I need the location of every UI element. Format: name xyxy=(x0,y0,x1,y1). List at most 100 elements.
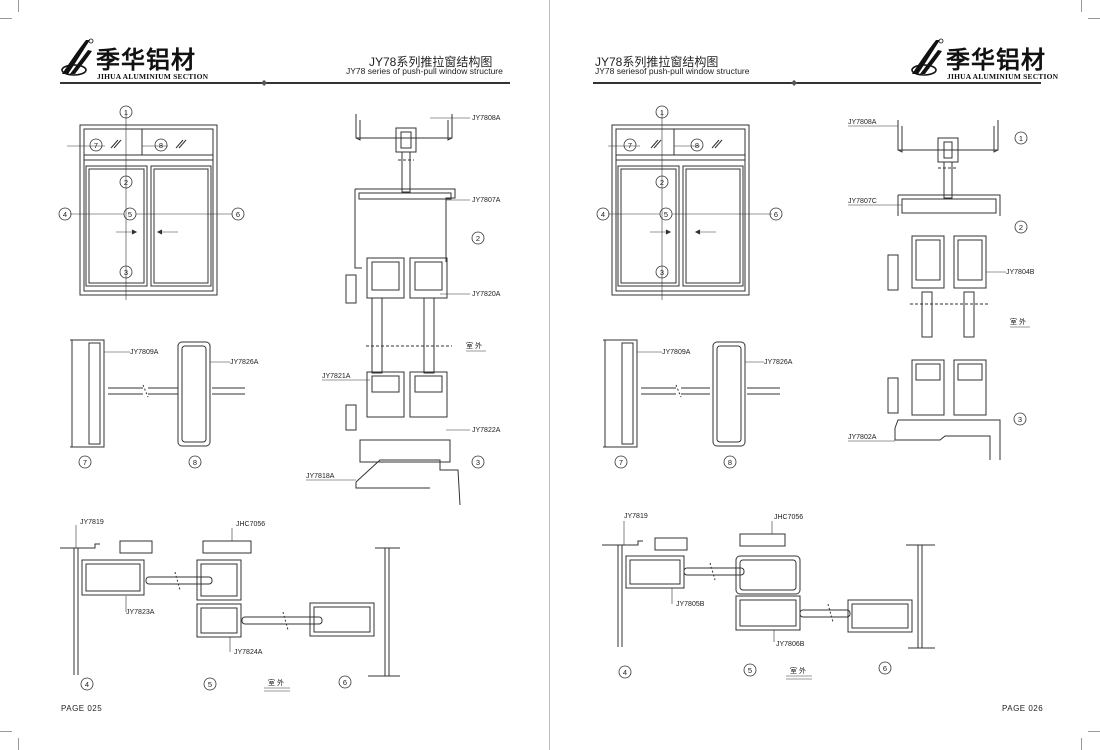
profile-code: JY7808A xyxy=(472,115,501,122)
profile-code: JHC7056 xyxy=(774,514,803,521)
horizontal-section xyxy=(60,540,400,677)
profile-code: JY7809A xyxy=(130,349,159,356)
profile-code: JY7805B xyxy=(676,601,705,608)
page-title-en: JY78 seriesof push-pull window structure xyxy=(595,66,750,76)
page-spine xyxy=(549,0,550,750)
structure-drawing-right: 1 7 8 2 4 5 6 3 1 2 3 7 8 4 5 6 JY7808A … xyxy=(596,105,1035,680)
marker-label: 7 xyxy=(619,458,623,467)
profile-code: JY7818A xyxy=(306,473,335,480)
marker-label: 6 xyxy=(343,678,347,687)
profile-code: JY7824A xyxy=(234,649,263,656)
vertical-leader-lines xyxy=(848,125,1030,442)
outdoor-label: 室 外 xyxy=(466,341,482,350)
vertical-leader-lines xyxy=(306,117,486,481)
brand-name-en: JIHUA ALUMINIUM SECTION xyxy=(97,72,209,81)
marker-label: 2 xyxy=(1019,223,1023,232)
profile-code: JY7826A xyxy=(230,359,259,366)
crop-mark xyxy=(0,731,12,732)
crop-mark xyxy=(1081,0,1082,12)
crop-mark xyxy=(1088,731,1100,732)
header-rule-ornament: ◆ xyxy=(791,78,798,87)
marker-label: 3 xyxy=(476,458,480,467)
marker-label: 4 xyxy=(623,668,627,677)
brand-name-cn: 季华铝材 xyxy=(946,46,1046,74)
page-number: PAGE 026 xyxy=(1002,704,1044,713)
profile-code: JY7808A xyxy=(848,119,877,126)
marker-label: 7 xyxy=(628,141,632,150)
page-title-en: JY78 series of push-pull window structur… xyxy=(346,66,503,76)
profile-code: JY7820A xyxy=(472,291,501,298)
brand-logo: 季华铝材 JIHUA ALUMINIUM SECTION xyxy=(910,36,1060,86)
brand-name-en: JIHUA ALUMINIUM SECTION xyxy=(947,72,1059,81)
profile-code: JY7809A xyxy=(662,349,691,356)
marker-label: 5 xyxy=(128,210,132,219)
crop-mark xyxy=(0,18,12,19)
marker-label: 8 xyxy=(728,458,732,467)
profile-code: JY7807C xyxy=(848,198,877,205)
fixed-section-7-8 xyxy=(70,339,245,448)
profile-code: JHC7056 xyxy=(236,521,265,528)
marker-label: 1 xyxy=(660,108,664,117)
profile-code: JY7802A xyxy=(848,434,877,441)
profile-code: JY7807A xyxy=(472,197,501,204)
fixed-section-7-8 xyxy=(603,339,780,448)
profile-code: JY7823A xyxy=(126,609,155,616)
marker-label: 3 xyxy=(1018,415,1022,424)
marker-label: 5 xyxy=(748,666,752,675)
horizontal-section xyxy=(602,533,935,649)
elevation-leader-lines xyxy=(608,111,772,300)
marker-label: 6 xyxy=(236,210,240,219)
brand-name-cn: 季华铝材 xyxy=(96,46,196,74)
marker-label: 1 xyxy=(124,108,128,117)
marker-label: 6 xyxy=(883,664,887,673)
profile-code: JY7822A xyxy=(472,427,501,434)
marker-label: 3 xyxy=(660,268,664,277)
header-rule-ornament: ◆ xyxy=(261,78,268,87)
window-elevation xyxy=(611,124,750,296)
profile-code: JY7819 xyxy=(80,519,104,526)
horizontal-leader-lines xyxy=(75,525,290,692)
header-rule xyxy=(593,82,1041,84)
marker-label: 5 xyxy=(664,210,668,219)
structure-drawing-left: 1 7 8 2 4 5 6 3 2 3 7 8 4 5 6 JY7808A JY… xyxy=(58,105,501,692)
crop-mark xyxy=(1081,738,1082,750)
vertical-section xyxy=(345,114,461,506)
fixed-leader-lines xyxy=(104,351,230,363)
brand-mark-icon xyxy=(61,38,94,76)
profile-code: JY7821A xyxy=(322,373,351,380)
marker-label: 5 xyxy=(208,680,212,689)
page-title-cn: JY78系列推拉窗结构图 xyxy=(595,55,719,69)
elevation-leader-lines xyxy=(67,111,232,300)
crop-mark xyxy=(18,0,19,12)
marker-label: 4 xyxy=(85,680,89,689)
marker-label: 2 xyxy=(124,178,128,187)
horizontal-leader-lines xyxy=(623,521,812,680)
catalog-page-right: JY78系列推拉窗结构图 JY78 seriesof push-pull win… xyxy=(550,0,1100,750)
window-elevation xyxy=(79,124,218,296)
crop-mark xyxy=(1088,18,1100,19)
brand-mark-icon xyxy=(911,38,944,76)
marker-label: 4 xyxy=(601,210,605,219)
profile-code: JY7826A xyxy=(764,359,793,366)
marker-label: 7 xyxy=(94,141,98,150)
page-title-cn: JY78系列推拉窗结构图 xyxy=(369,55,493,69)
profile-code: JY7819 xyxy=(624,513,648,520)
page-number: PAGE 025 xyxy=(61,704,103,713)
outdoor-label: 室 外 xyxy=(790,666,806,675)
catalog-page-left: 季华铝材 JIHUA ALUMINIUM SECTION ◆ JY78系列推拉窗… xyxy=(0,0,510,750)
marker-label: 6 xyxy=(774,210,778,219)
crop-mark xyxy=(18,738,19,750)
marker-label: 1 xyxy=(1019,134,1023,143)
marker-label: 8 xyxy=(159,141,163,150)
header-rule xyxy=(60,82,510,84)
marker-label: 8 xyxy=(193,458,197,467)
outdoor-label: 室 外 xyxy=(1010,317,1026,326)
marker-label: 2 xyxy=(476,234,480,243)
profile-code: JY7804B xyxy=(1006,269,1035,276)
outdoor-label: 室 外 xyxy=(268,678,284,687)
marker-label: 8 xyxy=(695,141,699,150)
marker-label: 2 xyxy=(660,178,664,187)
marker-label: 7 xyxy=(83,458,87,467)
brand-logo: 季华铝材 JIHUA ALUMINIUM SECTION xyxy=(60,36,210,86)
marker-label: 3 xyxy=(124,268,128,277)
